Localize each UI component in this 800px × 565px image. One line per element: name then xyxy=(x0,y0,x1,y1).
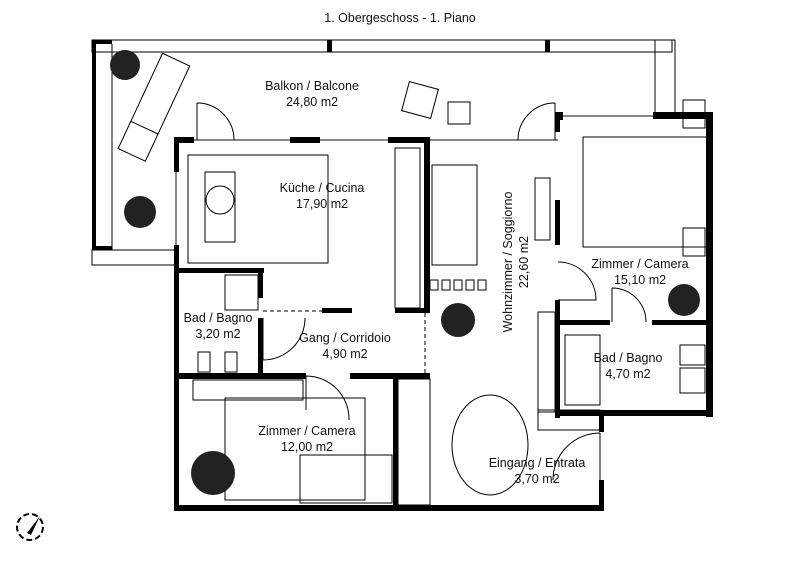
toilet xyxy=(197,351,211,373)
room-name: Eingang / Entrata xyxy=(489,456,586,470)
room-area: 4,90 m2 xyxy=(322,347,367,361)
north-arrow-icon xyxy=(16,513,44,541)
plant-icon xyxy=(124,196,156,228)
room-area: 4,70 m2 xyxy=(605,367,650,381)
plant-icon xyxy=(668,284,700,316)
centerpiece-plant xyxy=(205,185,235,215)
dining-table xyxy=(204,171,236,243)
room-labels: Balkon / Balcone 24,80 m2 Küche / Cucina… xyxy=(184,79,689,486)
room-name: Bad / Bagno xyxy=(594,351,663,365)
room-name: Balkon / Balcone xyxy=(265,79,359,93)
plan-title: 1. Obergeschoss - 1. Piano xyxy=(324,11,476,25)
single-bed xyxy=(299,454,393,504)
double-bed xyxy=(582,136,709,248)
plant-icon xyxy=(110,50,140,80)
room-name: Gang / Corridoio xyxy=(299,331,391,345)
bidet xyxy=(679,367,706,394)
room-area: 3,20 m2 xyxy=(195,327,240,341)
room-area: 17,90 m2 xyxy=(296,197,348,211)
side-table xyxy=(447,101,471,125)
room-area: 24,80 m2 xyxy=(286,95,338,109)
nightstand xyxy=(682,227,706,257)
plant-icon xyxy=(191,451,235,495)
furniture xyxy=(117,52,709,504)
room-name: Wohnzimmer / Soggiorno xyxy=(501,192,515,333)
room-name: Zimmer / Camera xyxy=(258,424,355,438)
rug xyxy=(224,397,366,501)
room-area: 3,70 m2 xyxy=(514,472,559,486)
plants xyxy=(110,50,700,495)
nightstand xyxy=(682,99,706,129)
bidet xyxy=(224,351,238,373)
room-area: 12,00 m2 xyxy=(281,440,333,454)
armchair xyxy=(401,81,439,119)
doors xyxy=(196,102,647,496)
sink xyxy=(224,274,259,311)
room-name: Küche / Cucina xyxy=(280,181,365,195)
sun-lounger xyxy=(117,52,191,162)
room-name: Zimmer / Camera xyxy=(591,257,688,271)
sofa xyxy=(431,164,478,266)
kitchen-counter xyxy=(394,147,421,309)
balcony-railing xyxy=(91,39,676,266)
bathtub xyxy=(564,334,601,406)
room-area: 15,10 m2 xyxy=(614,273,666,287)
room-name: Bad / Bagno xyxy=(184,311,253,325)
plant-icon xyxy=(441,303,475,337)
stools xyxy=(429,279,487,291)
desk xyxy=(192,379,304,401)
toilet xyxy=(679,344,706,366)
walls xyxy=(174,112,713,511)
tv xyxy=(534,177,551,241)
rug xyxy=(187,154,329,264)
room-area: 22,60 m2 xyxy=(517,236,531,288)
